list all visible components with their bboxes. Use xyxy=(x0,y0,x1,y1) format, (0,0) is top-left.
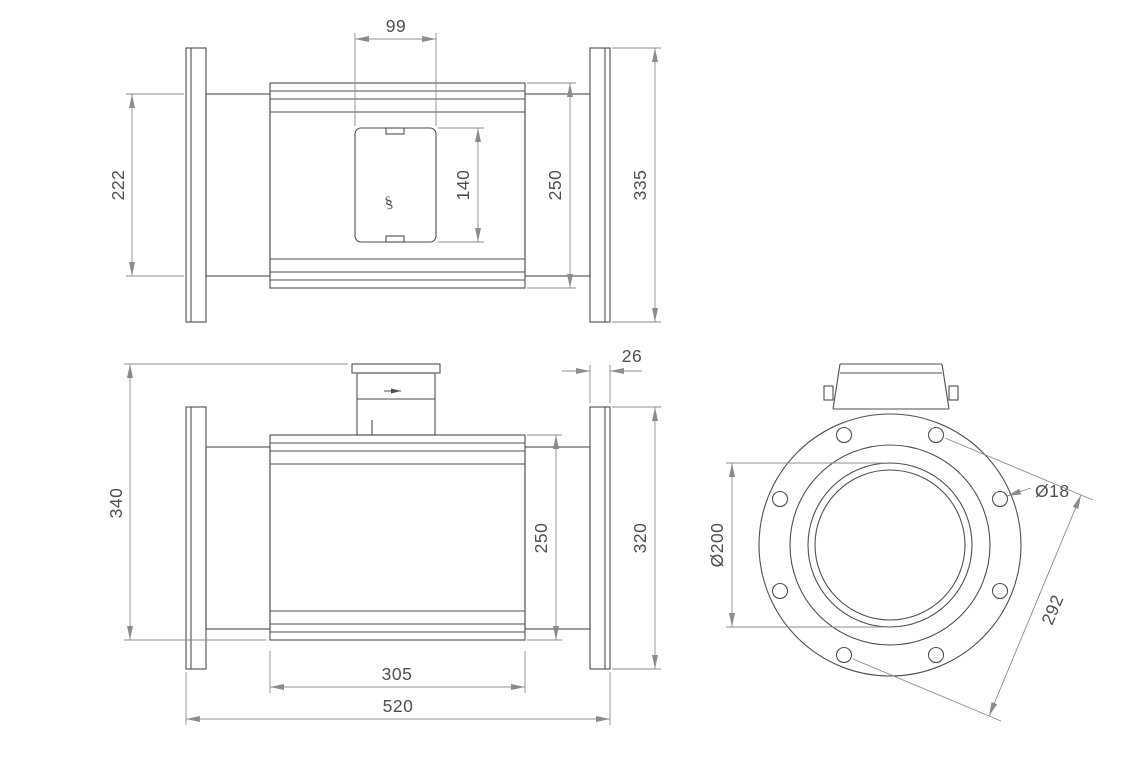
dim-label: 250 xyxy=(531,523,551,554)
display-head xyxy=(351,363,441,436)
top-view-dimensions: 99 222 140 250 335 xyxy=(108,16,661,323)
dim-label: 250 xyxy=(545,170,565,201)
meter-body xyxy=(269,82,526,289)
dim-label: 520 xyxy=(383,696,414,716)
dim-label: 222 xyxy=(108,170,128,201)
dim-label: Ø200 xyxy=(707,523,727,568)
dim-label: Ø18 xyxy=(1035,481,1070,501)
left-pipe xyxy=(205,93,271,277)
dim-bolt-hole-diameter: Ø18 xyxy=(1006,481,1070,501)
meter-body xyxy=(269,434,526,641)
left-flange xyxy=(185,406,207,670)
dim-label: 335 xyxy=(630,170,650,201)
dim-overall-height: 340 xyxy=(106,363,348,641)
front-view-dimensions: 340 26 250 320 305 xyxy=(106,346,661,725)
housing-symbol-icon: § xyxy=(383,193,395,211)
dim-body-length: 305 xyxy=(269,651,526,693)
dim-housing-height: 140 xyxy=(438,127,484,243)
dim-flange-od-top: 335 xyxy=(612,47,661,323)
dim-body-od-front: 250 xyxy=(527,434,562,641)
left-pipe xyxy=(205,446,271,630)
dim-pipe-od: 222 xyxy=(108,93,184,277)
dim-label: 340 xyxy=(106,488,126,519)
dim-label: 99 xyxy=(386,16,406,36)
sensor-housing: § xyxy=(354,127,437,243)
dim-label: 140 xyxy=(453,170,473,201)
end-view-dimensions: Ø200 Ø18 292 xyxy=(707,437,1094,722)
display-head-end xyxy=(823,363,959,410)
dim-label: 26 xyxy=(622,346,642,366)
dim-housing-width: 99 xyxy=(354,16,437,126)
front-view xyxy=(185,363,611,670)
left-flange xyxy=(185,47,207,323)
body-band-lines xyxy=(270,442,525,633)
bore-circle xyxy=(807,462,973,628)
right-flange xyxy=(589,47,611,323)
flange-face xyxy=(758,413,1022,677)
dim-label: 305 xyxy=(382,664,413,684)
top-view: § xyxy=(185,47,611,323)
body-band-lines xyxy=(270,90,525,281)
dim-body-od-top: 250 xyxy=(527,82,576,289)
end-view xyxy=(758,363,1022,677)
raised-face-circle xyxy=(789,444,991,646)
dim-bore-diameter: Ø200 xyxy=(707,462,884,628)
dim-label: 320 xyxy=(630,523,650,554)
dim-label: 292 xyxy=(1037,592,1067,628)
right-flange xyxy=(589,406,611,670)
dim-flange-thickness: 26 xyxy=(562,346,642,403)
bore-inner-circle xyxy=(814,469,966,621)
dim-flange-od-front: 320 xyxy=(612,406,661,670)
dim-overall-length: 520 xyxy=(185,672,611,725)
